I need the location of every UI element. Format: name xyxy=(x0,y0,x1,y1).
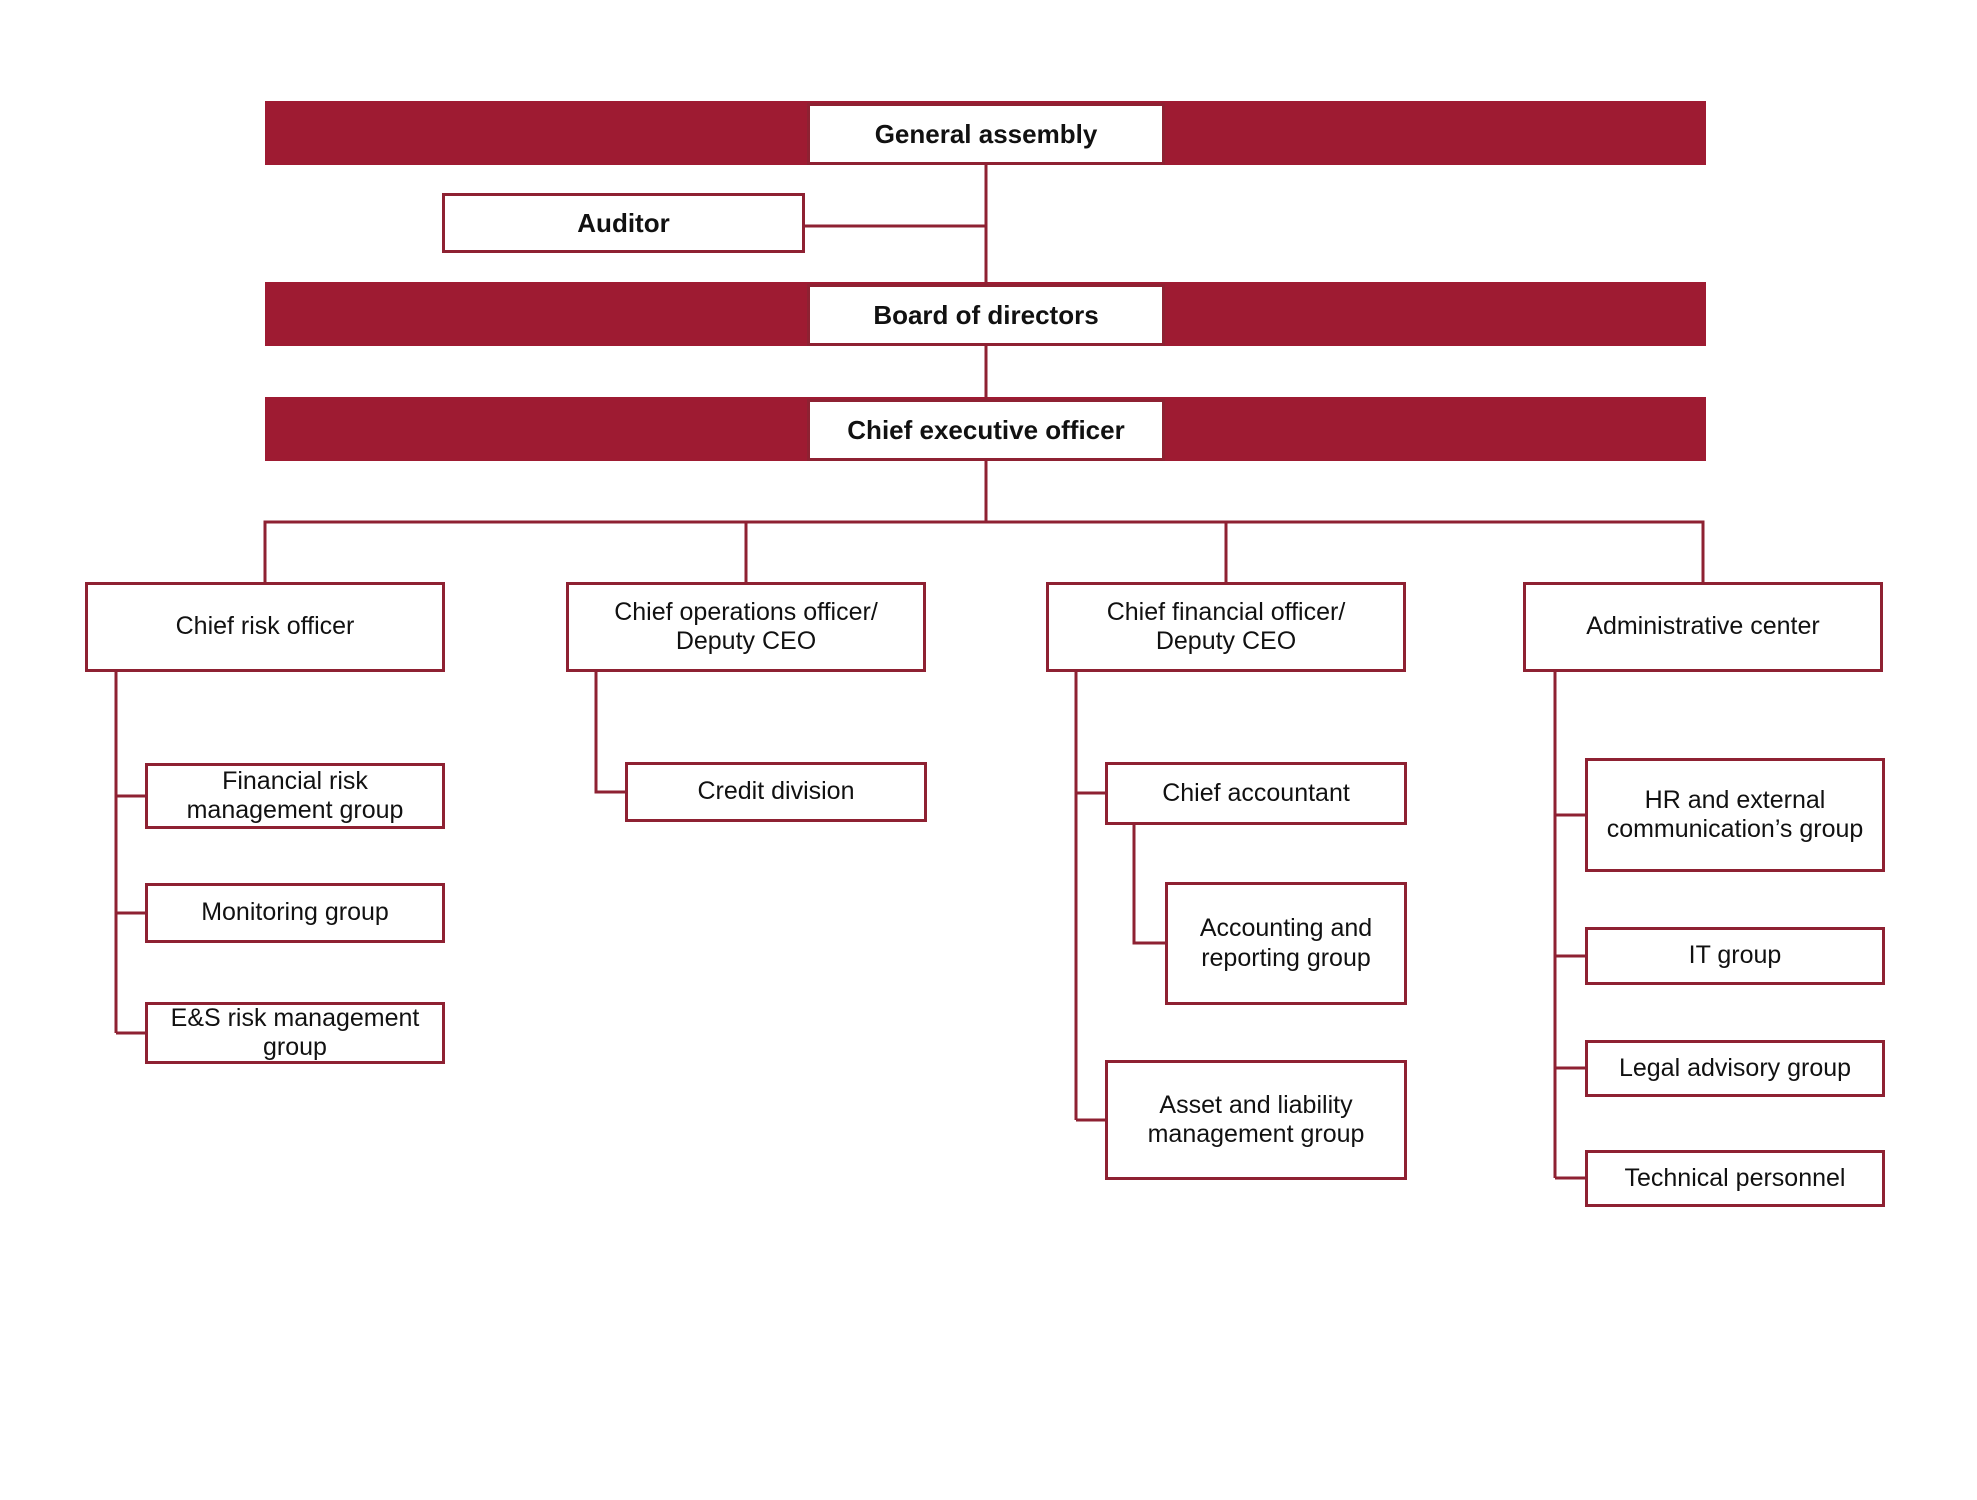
node-financial-risk-management-group: Financial risk management group xyxy=(145,763,445,829)
node-credit-division: Credit division xyxy=(625,762,927,822)
node-monitoring-group-label: Monitoring group xyxy=(201,898,389,927)
node-asset-liability-management-group-label: Asset and liability management group xyxy=(1147,1090,1365,1149)
node-asset-liability-management-group: Asset and liability management group xyxy=(1105,1060,1407,1180)
node-chief-operations-officer: Chief operations officer/ Deputy CEO xyxy=(566,582,926,672)
node-board-of-directors-label: Board of directors xyxy=(873,299,1099,330)
connector-risk-branch xyxy=(114,670,145,1035)
node-technical-personnel: Technical personnel xyxy=(1585,1150,1885,1207)
node-hr-external-communications-group-label: HR and external communication’s group xyxy=(1606,785,1864,844)
node-hr-external-communications-group: HR and external communication’s group xyxy=(1585,758,1885,872)
node-accounting-reporting-group: Accounting and reporting group xyxy=(1165,882,1407,1005)
node-es-risk-management-group: E&S risk management group xyxy=(145,1002,445,1064)
connector-rail-and-drops xyxy=(263,520,1705,584)
node-accounting-reporting-group-label: Accounting and reporting group xyxy=(1199,914,1373,972)
node-monitoring-group: Monitoring group xyxy=(145,883,445,943)
node-chief-executive-officer: Chief executive officer xyxy=(807,399,1165,461)
node-chief-risk-officer: Chief risk officer xyxy=(85,582,445,672)
node-financial-risk-management-group-label: Financial risk management group xyxy=(186,766,404,825)
node-chief-accountant: Chief accountant xyxy=(1105,762,1407,825)
node-es-risk-management-group-label: E&S risk management group xyxy=(170,1003,420,1062)
node-chief-operations-officer-label: Chief operations officer/ Deputy CEO xyxy=(614,597,878,656)
connector-admin-branch xyxy=(1553,670,1585,1180)
node-general-assembly-label: General assembly xyxy=(874,118,1098,149)
node-administrative-center-label: Administrative center xyxy=(1586,612,1820,641)
node-board-of-directors: Board of directors xyxy=(807,284,1165,346)
node-general-assembly: General assembly xyxy=(807,103,1165,165)
node-it-group: IT group xyxy=(1585,927,1885,985)
node-auditor-label: Auditor xyxy=(577,207,670,238)
node-legal-advisory-group-label: Legal advisory group xyxy=(1618,1053,1852,1082)
node-credit-division-label: Credit division xyxy=(697,777,855,806)
node-administrative-center: Administrative center xyxy=(1523,582,1883,672)
node-technical-personnel-label: Technical personnel xyxy=(1624,1163,1846,1192)
node-chief-executive-officer-label: Chief executive officer xyxy=(847,414,1125,445)
connector-financial-branch xyxy=(1074,670,1165,1122)
node-chief-accountant-label: Chief accountant xyxy=(1162,778,1350,807)
node-it-group-label: IT group xyxy=(1688,941,1782,970)
node-chief-financial-officer: Chief financial officer/ Deputy CEO xyxy=(1046,582,1406,672)
node-chief-financial-officer-label: Chief financial officer/ Deputy CEO xyxy=(1106,597,1346,656)
node-chief-risk-officer-label: Chief risk officer xyxy=(175,612,355,641)
node-auditor: Auditor xyxy=(442,193,805,253)
connector-operations-branch xyxy=(594,670,625,794)
node-legal-advisory-group: Legal advisory group xyxy=(1585,1040,1885,1097)
